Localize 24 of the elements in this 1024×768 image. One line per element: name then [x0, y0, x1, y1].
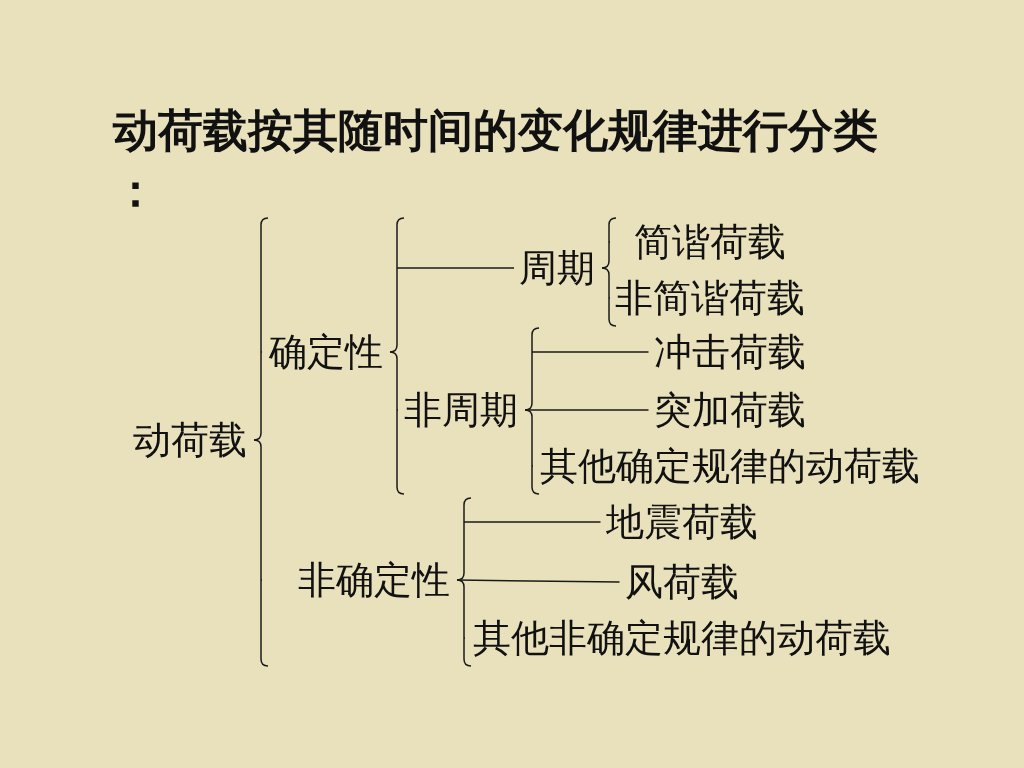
brace-connector — [524, 409, 540, 495]
brace-connector — [389, 217, 515, 353]
category-label: 其他非确定规律的动荷载 — [472, 616, 891, 660]
brace-connector — [601, 267, 617, 327]
brace-connector — [524, 409, 650, 411]
category-label: 周期 — [519, 246, 595, 290]
category-label: 确定性 — [269, 330, 383, 374]
brace-connector — [389, 351, 405, 495]
category-label: 突加荷载 — [653, 388, 806, 432]
brace-connector — [456, 579, 472, 667]
brace-connector — [253, 439, 269, 667]
category-label: 非确定性 — [298, 558, 450, 602]
category-label: 其他确定规律的动荷载 — [539, 444, 920, 488]
category-label: 地震荷载 — [605, 500, 758, 544]
brace-connector — [253, 217, 269, 441]
category-label: 冲击荷载 — [653, 330, 806, 374]
category-label: 非简谐荷载 — [615, 276, 805, 320]
category-label: 风荷载 — [624, 560, 739, 604]
category-label: 简谐荷载 — [634, 220, 786, 264]
title: 动荷载按其随时间的变化规律进行分类： — [113, 103, 879, 219]
category-label: 非周期 — [404, 388, 518, 432]
category-label: 动荷载 — [133, 418, 247, 462]
brace-connector — [601, 217, 617, 269]
brace-connector — [456, 579, 621, 583]
